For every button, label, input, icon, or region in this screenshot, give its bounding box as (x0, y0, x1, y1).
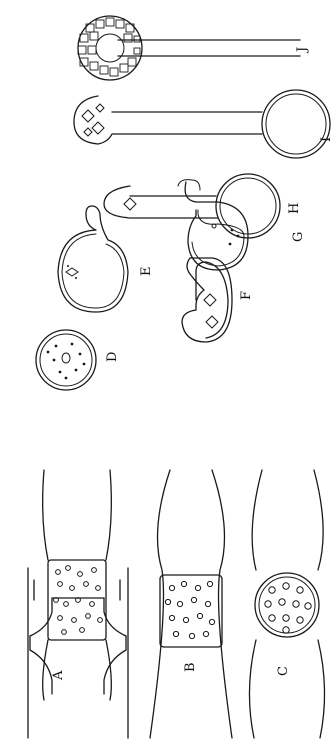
label-b: B (183, 662, 198, 672)
granules-b (165, 581, 214, 638)
granules-c (265, 583, 311, 633)
cells-j (78, 18, 140, 76)
figure-g: G (178, 180, 306, 270)
granules-a (54, 566, 103, 635)
figure-a: A (28, 470, 128, 738)
figure-d: D (36, 330, 120, 390)
figure-j: J (78, 16, 310, 80)
figure-e: E (58, 206, 154, 312)
label-f: F (239, 291, 254, 300)
label-g: G (291, 232, 306, 242)
figure-c: C (249, 470, 324, 738)
label-d: D (105, 352, 120, 362)
label-e: E (139, 267, 154, 277)
label-i: I (319, 137, 334, 142)
label-a: A (51, 670, 66, 681)
label-c: C (276, 666, 291, 676)
label-h: H (287, 203, 302, 214)
figure-b: B (150, 470, 232, 738)
figure-h: H (104, 174, 302, 238)
label-j: J (295, 47, 310, 54)
figure-i: I (74, 90, 334, 158)
